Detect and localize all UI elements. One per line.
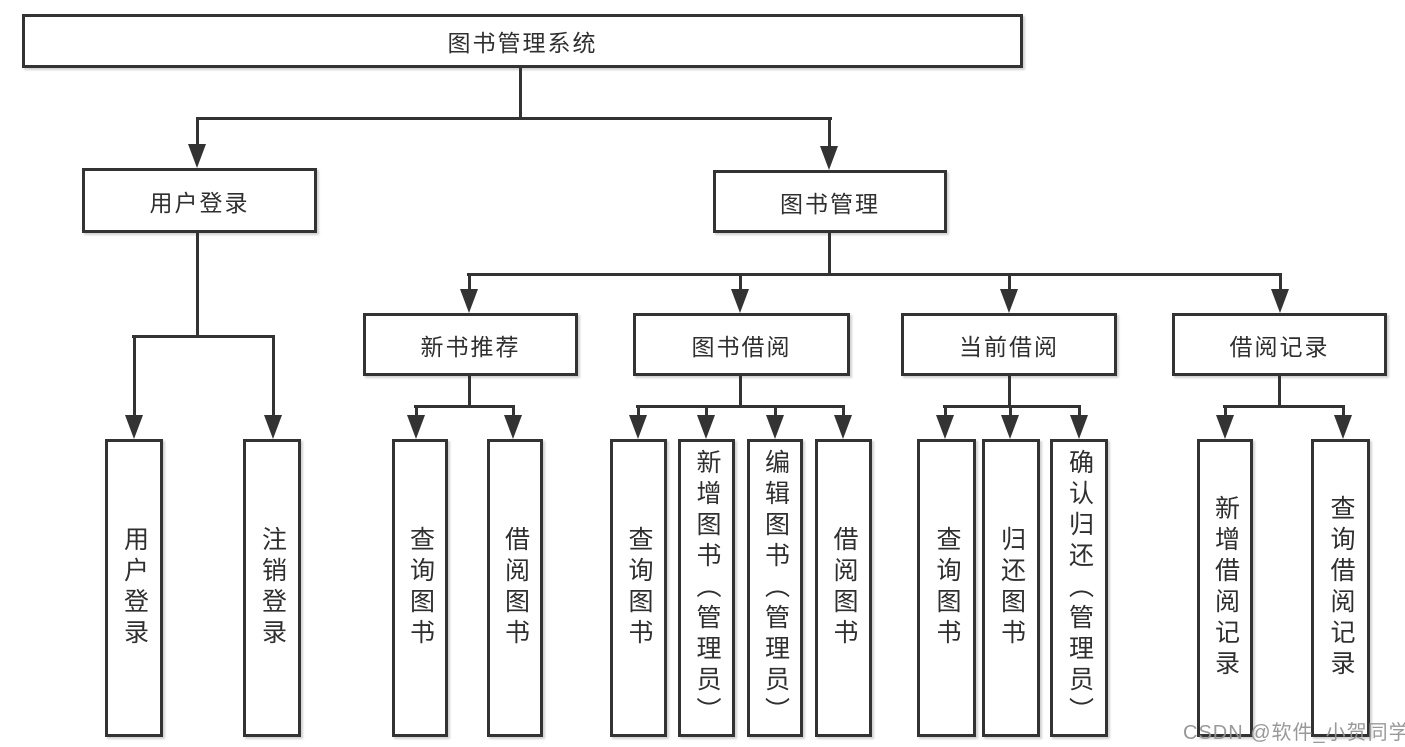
arrow-down-icon [125, 415, 143, 439]
connector-stem [1279, 273, 1282, 291]
node-label: 查询图书 [933, 526, 961, 650]
node-current-borrowing: 当前借阅 [901, 313, 1117, 376]
arrow-down-icon [820, 146, 838, 170]
node-edit-books-admin: 编辑图书（管理员） [747, 439, 803, 737]
node-logout-leaf: 注销登录 [243, 439, 301, 737]
connector-groupD-stub [1278, 376, 1281, 408]
node-add-books-admin: 新增图书（管理员） [678, 439, 735, 737]
connector-stem [272, 335, 275, 417]
connector-stem [1224, 405, 1227, 417]
connector-groupD-split [1223, 405, 1345, 408]
connector-groupC-stub [1008, 376, 1011, 408]
arrow-down-icon [834, 415, 852, 439]
connector-root-split [196, 117, 832, 120]
node-borrow-books-recommend: 借阅图书 [487, 439, 543, 737]
node-label: 图书管理系统 [447, 30, 598, 56]
watermark: CSDN @软件_小贺同学 [1183, 722, 1405, 744]
arrow-down-icon [264, 415, 282, 439]
node-label: 借阅记录 [1229, 333, 1330, 360]
connector-stem [512, 405, 515, 417]
node-label: 借阅图书 [501, 526, 530, 650]
node-query-books-current: 查询图书 [917, 439, 976, 737]
node-label: 注销登录 [258, 526, 287, 650]
node-label: 图书管理 [780, 190, 880, 217]
connector-groupA-split [414, 405, 515, 408]
node-book-management: 图书管理 [713, 170, 947, 233]
connector-stem [415, 405, 418, 417]
node-label: 用户登录 [120, 526, 149, 650]
node-label: 查询图书 [625, 526, 653, 650]
node-library-system: 图书管理系统 [22, 14, 1023, 68]
node-new-book-recommend: 新书推荐 [363, 313, 578, 376]
arrow-down-icon [766, 415, 784, 439]
connector-stem [944, 405, 947, 417]
connector-login-split [132, 335, 275, 338]
node-label: 借阅图书 [830, 526, 858, 650]
connector-stem [774, 405, 777, 417]
node-book-borrowing: 图书借阅 [633, 313, 850, 376]
connector-mgmt-split [467, 273, 1282, 276]
node-label: 查询图书 [406, 526, 435, 650]
connector-stem [133, 335, 136, 417]
connector-stem [637, 405, 640, 417]
node-borrow-books-borrowing: 借阅图书 [815, 439, 872, 737]
arrow-down-icon [629, 415, 647, 439]
connector-groupA-stub [468, 376, 471, 408]
connector-stem [196, 117, 199, 145]
arrow-down-icon [1070, 415, 1088, 439]
arrow-down-icon [460, 289, 478, 313]
connector-root-stub [519, 68, 522, 120]
node-confirm-return-admin: 确认归还（管理员） [1050, 439, 1108, 737]
node-label: 新书推荐 [420, 333, 521, 360]
arrow-down-icon [504, 415, 522, 439]
arrow-down-icon [1001, 415, 1019, 439]
node-label: 新增借阅记录 [1211, 495, 1240, 681]
connector-stem [739, 273, 742, 291]
node-query-books-recommend: 查询图书 [392, 439, 448, 737]
node-query-borrow-record: 查询借阅记录 [1311, 439, 1370, 737]
arrow-down-icon [936, 415, 954, 439]
connector-stem [1009, 405, 1012, 417]
connector-login-stub [196, 233, 199, 338]
node-add-borrow-record: 新增借阅记录 [1197, 439, 1253, 737]
node-label: 归还图书 [997, 526, 1026, 650]
node-borrowing-records: 借阅记录 [1172, 313, 1387, 376]
node-user-login-leaf: 用户登录 [105, 439, 163, 737]
connector-mgmt-stub [828, 233, 831, 276]
connector-groupB-stub [739, 376, 742, 408]
node-label: 查询借阅记录 [1327, 495, 1355, 681]
arrow-down-icon [697, 415, 715, 439]
connector-groupB-split [636, 405, 845, 408]
connector-stem [1342, 405, 1345, 417]
arrow-down-icon [407, 415, 425, 439]
node-label: 编辑图书（管理员） [761, 448, 790, 728]
node-label: 新增图书（管理员） [693, 448, 721, 728]
connector-stem [1008, 273, 1011, 291]
node-return-books: 归还图书 [982, 439, 1040, 737]
node-label: 确认归还（管理员） [1065, 448, 1094, 728]
connector-stem [705, 405, 708, 417]
arrow-down-icon [1271, 289, 1289, 313]
connector-stem [1078, 405, 1081, 417]
arrow-down-icon [1334, 415, 1352, 439]
connector-stem [842, 405, 845, 417]
arrow-down-icon [1216, 415, 1234, 439]
node-label: 当前借阅 [959, 333, 1059, 360]
arrow-down-icon [731, 289, 749, 313]
node-label: 用户登录 [149, 189, 250, 216]
node-user-login: 用户登录 [82, 168, 317, 233]
connector-stem [828, 117, 831, 147]
connector-groupC-split [943, 405, 1081, 408]
connector-stem [468, 273, 471, 291]
arrow-down-icon [1000, 289, 1018, 313]
node-label: 图书借阅 [691, 333, 792, 360]
arrow-down-icon [188, 144, 206, 168]
node-query-books-borrowing: 查询图书 [610, 439, 667, 737]
